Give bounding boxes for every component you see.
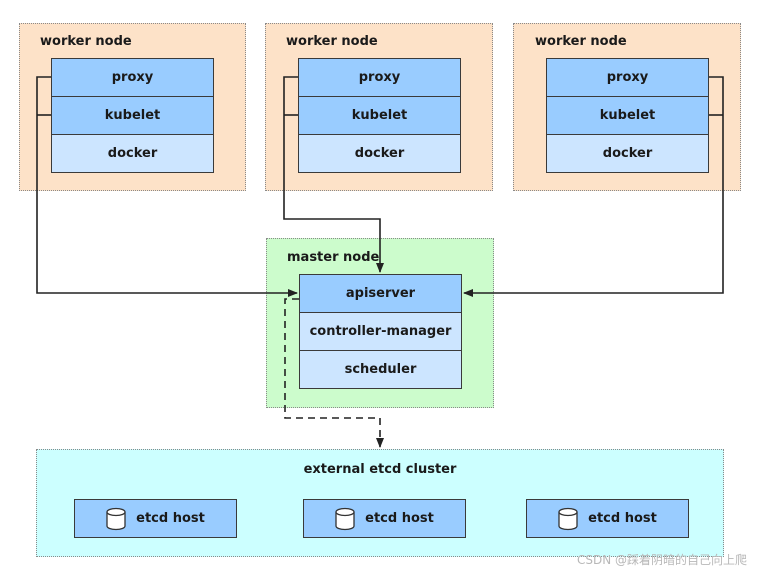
master-scheduler: scheduler	[299, 350, 462, 389]
worker-1-kubelet: kubelet	[51, 96, 214, 135]
worker-2-docker: docker	[298, 134, 461, 173]
etcd-host-2-label: etcd host	[365, 511, 434, 526]
etcd-host-1: etcd host	[74, 499, 237, 538]
database-icon	[106, 507, 126, 530]
etcd-host-2: etcd host	[303, 499, 466, 538]
worker-node-3-title: worker node	[535, 34, 627, 49]
watermark: CSDN @踩着阴暗的自己向上爬	[576, 553, 747, 567]
worker-3-proxy: proxy	[546, 58, 709, 97]
database-icon	[558, 507, 578, 530]
master-controller-manager: controller-manager	[299, 312, 462, 351]
etcd-cluster-title: external etcd cluster	[303, 462, 457, 477]
master-apiserver: apiserver	[299, 274, 462, 313]
worker-node-2-title: worker node	[286, 34, 378, 49]
worker-3-kubelet: kubelet	[546, 96, 709, 135]
etcd-host-3-label: etcd host	[588, 511, 657, 526]
worker-3-docker: docker	[546, 134, 709, 173]
worker-node-1-title: worker node	[40, 34, 132, 49]
worker-2-kubelet: kubelet	[298, 96, 461, 135]
etcd-host-3: etcd host	[526, 499, 689, 538]
worker-1-proxy: proxy	[51, 58, 214, 97]
etcd-host-1-label: etcd host	[136, 511, 205, 526]
master-node-title: master node	[287, 250, 380, 265]
worker-1-docker: docker	[51, 134, 214, 173]
database-icon	[335, 507, 355, 530]
worker-2-proxy: proxy	[298, 58, 461, 97]
